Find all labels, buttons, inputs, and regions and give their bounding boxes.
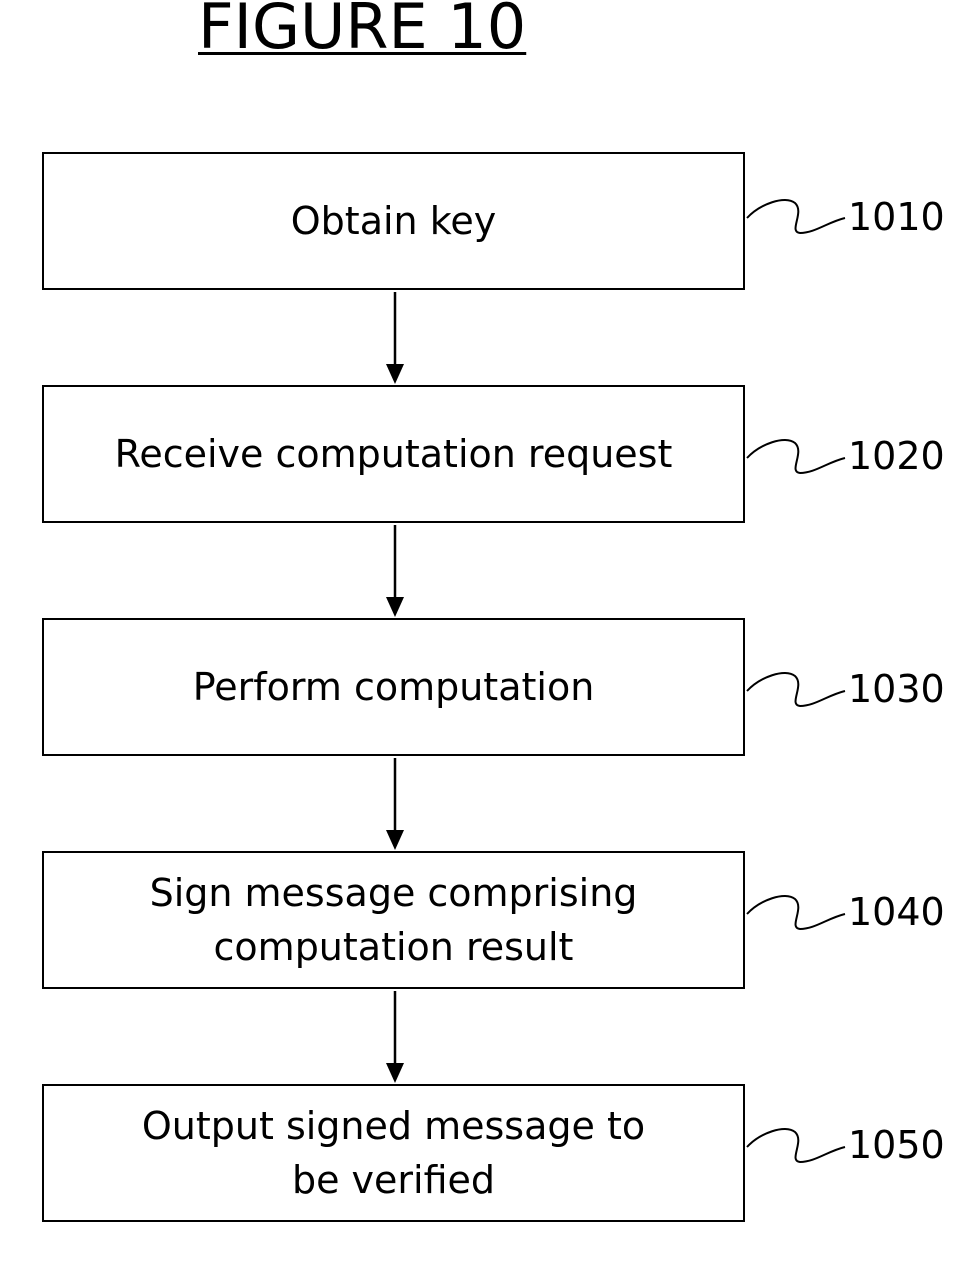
leader-line-1030	[747, 673, 845, 706]
leader-line-1010	[747, 200, 845, 233]
leader-line-1020	[747, 440, 845, 473]
ref-number-1010: 1010	[848, 195, 945, 239]
step-box-obtain-key: Obtain key	[42, 152, 745, 290]
step-box-receive-request: Receive computation request	[42, 385, 745, 523]
step-label: Perform computation	[153, 660, 635, 714]
ref-number-1050: 1050	[848, 1123, 945, 1167]
step-box-perform-computation: Perform computation	[42, 618, 745, 756]
arrow-1020-1030	[386, 525, 404, 617]
ref-number-1040: 1040	[848, 890, 945, 934]
arrow-1010-1020	[386, 292, 404, 384]
ref-number-1020: 1020	[848, 434, 945, 478]
arrow-1030-1040	[386, 758, 404, 850]
step-label: Sign message comprising computation resu…	[44, 866, 743, 974]
leader-line-1050	[747, 1129, 845, 1162]
leader-line-1040	[747, 896, 845, 929]
step-label: Receive computation request	[75, 427, 713, 481]
arrow-1040-1050	[386, 991, 404, 1083]
step-box-sign-message: Sign message comprising computation resu…	[42, 851, 745, 989]
step-label: Obtain key	[251, 194, 536, 248]
step-box-output-signed-message: Output signed message to be verified	[42, 1084, 745, 1222]
ref-number-1030: 1030	[848, 667, 945, 711]
step-label: Output signed message to be verified	[44, 1099, 743, 1207]
